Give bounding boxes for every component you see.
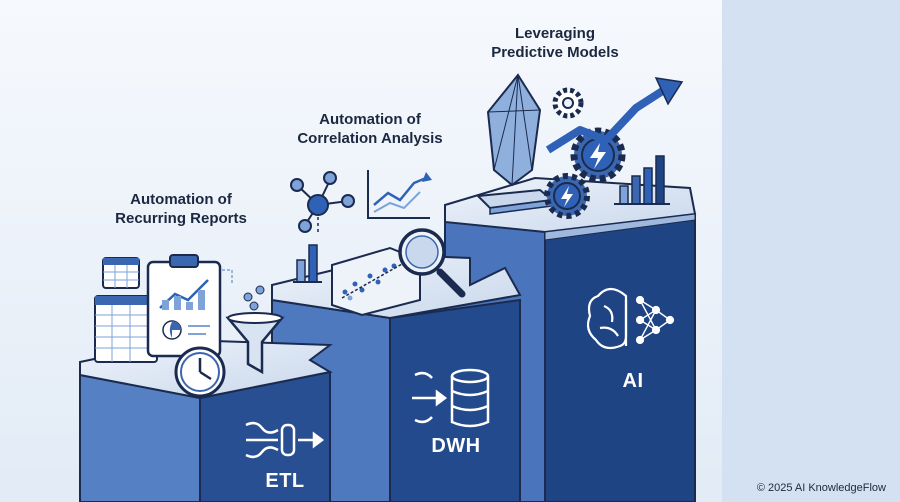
bar-chart-icon [293, 244, 322, 283]
copyright-text: © 2025 AI KnowledgeFlow [756, 482, 886, 494]
bar-chart-icon [614, 155, 670, 205]
trend-arrow-icon [545, 77, 684, 154]
scatter-chart-icon [331, 246, 421, 317]
database-icon [412, 368, 490, 428]
line-chart-icon [367, 170, 432, 219]
pillar-dwh-label: DWH [431, 435, 481, 457]
pillar-etl-label: ETL [265, 470, 305, 492]
gear-icon [570, 127, 626, 183]
brain-network-icon [586, 287, 675, 350]
calendar-grid-icon [102, 257, 140, 289]
gear-icon [552, 87, 584, 119]
step-2-title: Automation of Correlation Analysis [297, 111, 443, 147]
side-panel [722, 0, 900, 502]
magnifier-icon [398, 228, 466, 298]
step-1-title: Automation of Recurring Reports [115, 191, 247, 227]
spreadsheet-icon [94, 295, 158, 363]
pillar-etl [79, 338, 333, 502]
clipboard-chart-icon [146, 254, 222, 358]
etl-pipeline-icon [245, 421, 325, 459]
clock-icon [174, 346, 226, 398]
pillar-ai-label: AI [622, 370, 644, 392]
network-graph-icon [290, 171, 355, 233]
funnel-icon [222, 269, 285, 375]
step-3-title: Leveraging Predictive Models [491, 25, 619, 61]
gear-icon [544, 173, 590, 219]
